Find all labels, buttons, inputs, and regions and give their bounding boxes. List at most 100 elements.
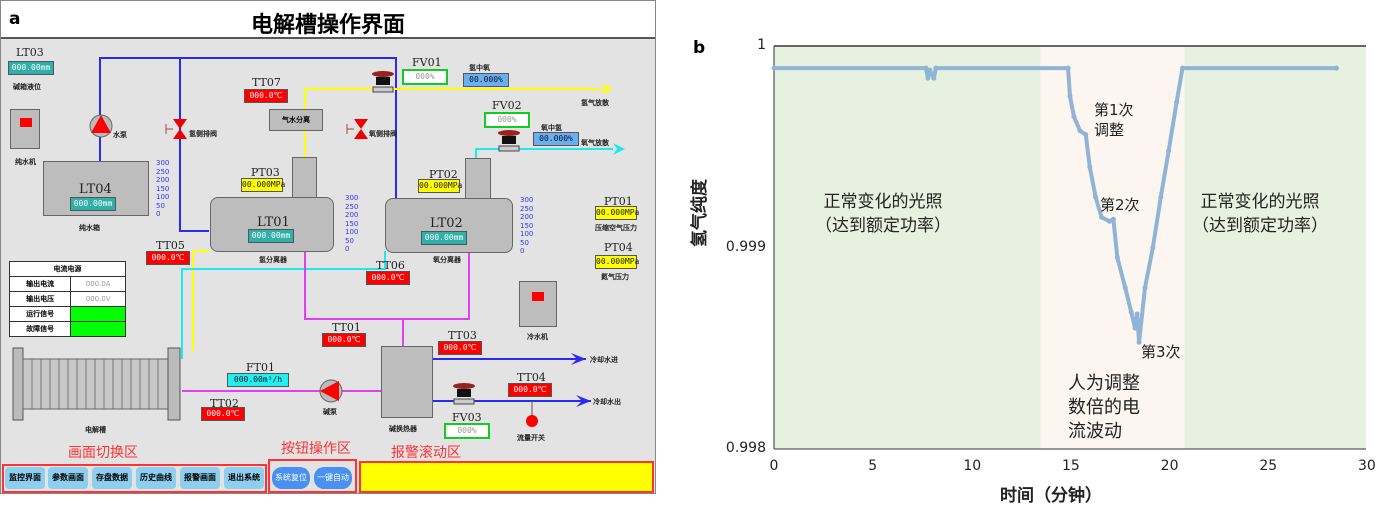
cool-in-arrow	[571, 353, 586, 365]
data-point	[1128, 309, 1134, 315]
tt07-tag: TT07	[252, 76, 281, 89]
tt02-value: 000.0℃	[201, 407, 245, 421]
fv03-value[interactable]: 000%	[444, 423, 490, 439]
flow-switch-icon	[526, 415, 538, 427]
lt02-tag: LT02	[430, 216, 463, 231]
tt04-value: 000.0℃	[508, 383, 552, 397]
x-tick-label: 20	[1160, 458, 1179, 474]
y-tick-label: 1	[757, 37, 766, 53]
shaded-region-1	[1040, 46, 1185, 449]
electrolyzer-stack-icon	[12, 347, 181, 421]
nav-alarm-button[interactable]: 报警画面	[180, 467, 220, 489]
x-tick-label: 10	[963, 458, 982, 474]
tt03-value: 000.0℃	[438, 341, 482, 355]
h2-vent-caption: 氢气放散	[581, 99, 609, 107]
auto-start-button[interactable]: 一键自动	[314, 467, 352, 489]
panel-label-a: a	[9, 9, 21, 29]
nav-parameters-button[interactable]: 参数画面	[48, 467, 88, 489]
data-point	[1134, 311, 1140, 317]
tt04-tag: TT04	[517, 371, 546, 384]
cool-in-caption: 冷却水进	[590, 356, 618, 364]
tt03-tag: TT03	[448, 329, 477, 342]
lt04-tag: LT04	[79, 182, 112, 197]
data-point	[927, 67, 933, 73]
o2-in-h2-value: 00.000%	[463, 73, 509, 87]
nav-saved-data-button[interactable]: 存盘数据	[92, 467, 132, 489]
pt03-tag: PT03	[251, 166, 280, 179]
data-point	[933, 65, 939, 71]
flow-switch-caption: 流量开关	[517, 434, 545, 442]
fv03-tag: FV03	[452, 411, 482, 424]
fv02-tag: FV02	[492, 99, 522, 112]
data-point	[1114, 255, 1120, 261]
x-tick-label: 0	[769, 458, 779, 474]
fv03-valve-icon	[453, 383, 475, 405]
cool-out-arrow	[576, 395, 591, 407]
data-point	[1142, 285, 1148, 291]
o2-drain-valve-icon	[346, 119, 368, 139]
fv01-value[interactable]: 000%	[402, 69, 448, 85]
lt01-caption: 氢分离器	[259, 256, 287, 264]
lt04-caption: 纯水箱	[79, 224, 100, 232]
button-zone-label: 按钮操作区	[281, 441, 351, 457]
h2-drain-caption: 氢侧排阀	[189, 130, 217, 138]
data-point	[1158, 194, 1164, 200]
electrolyzer-hmi-panel: a 电解槽操作界面 LT03 000.00mm 碱箱液位 纯水机 水泵 氢侧排阀…	[0, 0, 656, 494]
annotation-adjust-3: 第3次	[1141, 343, 1181, 361]
shaded-region-2	[1184, 46, 1366, 449]
panel-label-b: b	[693, 38, 706, 58]
data-point	[1132, 325, 1138, 331]
data-point	[1333, 65, 1339, 71]
data-point	[1150, 245, 1156, 250]
fault-signal-label: 故障信号	[8, 321, 72, 337]
data-point	[1077, 128, 1083, 134]
x-tick-label: 5	[868, 458, 878, 474]
tt06-value: 000.0℃	[366, 271, 410, 285]
annotation-adjust-1: 第1次调整	[1094, 101, 1134, 139]
nav-exit-button[interactable]: 退出系统	[224, 467, 264, 489]
lye-return-o2	[181, 251, 386, 359]
heat-exchanger	[381, 346, 433, 418]
lt03-value: 000.00mm	[8, 61, 54, 75]
tt05-value: 000.0℃	[146, 251, 190, 265]
h2-separator-tower	[292, 157, 317, 199]
data-point	[1071, 114, 1077, 120]
data-point	[771, 65, 777, 71]
h2-gas-pipe	[304, 88, 601, 158]
annotation-adjust-2: 第2次	[1100, 196, 1140, 214]
y-tick-label: 0.999	[725, 238, 766, 255]
data-point	[931, 75, 937, 81]
data-point	[923, 65, 929, 71]
heat-exchanger-caption: 碱换热器	[389, 425, 417, 433]
nav-monitor-button[interactable]: 监控界面	[5, 467, 45, 489]
annotation-normal-right: 正常变化的光照（达到额定功率）	[1192, 192, 1328, 236]
alarm-zone-label: 报警滚动区	[391, 445, 461, 461]
pipe-diagram	[12, 57, 625, 427]
y-tick-label: 0.998	[725, 440, 766, 456]
pt02-tag: PT02	[429, 168, 458, 181]
data-point	[1122, 285, 1128, 291]
fault-signal-indicator	[70, 321, 126, 337]
data-point	[1174, 99, 1180, 105]
fv02-value[interactable]: 000%	[484, 112, 530, 128]
fv01-tag: FV01	[412, 56, 442, 69]
h2-in-o2-tag: 氧中氢	[541, 124, 562, 132]
screen-switch-zone-label: 画面切换区	[68, 445, 138, 461]
pt03-value: 00.000MPa	[241, 178, 285, 192]
data-point	[1099, 214, 1105, 220]
data-point	[1106, 218, 1112, 224]
data-point	[1065, 65, 1071, 71]
y-axis-label: 氢气纯度	[690, 179, 710, 247]
pt04-value: 00.000MPa	[595, 255, 639, 269]
alkali-pump-caption: 碱泵	[323, 408, 337, 416]
data-point	[1083, 132, 1089, 138]
o2-in-h2-tag: 氢中氧	[469, 64, 490, 72]
nav-history-button[interactable]: 历史曲线	[136, 467, 176, 489]
system-reset-button[interactable]: 系统复位	[272, 467, 310, 489]
electrolyzer-caption: 电解槽	[85, 426, 106, 434]
nav-button-group	[2, 464, 267, 493]
tt02-tag: TT02	[210, 397, 239, 410]
